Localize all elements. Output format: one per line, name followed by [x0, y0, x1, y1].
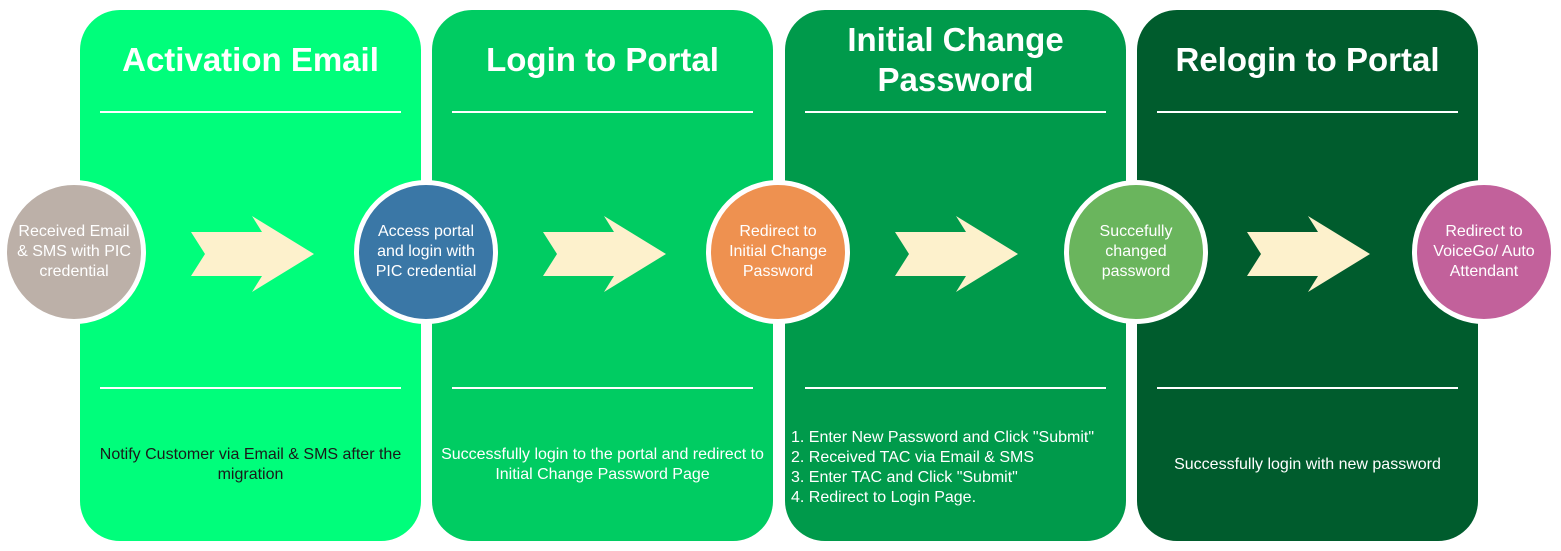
divider	[805, 387, 1106, 389]
node-changed-password: Succefully changed password	[1064, 180, 1208, 324]
node-label: Redirect to Initial Change Password	[729, 223, 827, 280]
arrow-right-icon	[1247, 216, 1370, 292]
step-item: 3. Enter TAC and Click "Submit"	[791, 469, 1018, 486]
divider	[452, 387, 753, 389]
node-label: Succefully changed password	[1099, 223, 1173, 280]
divider	[805, 111, 1106, 113]
step-item: 4. Redirect to Login Page.	[791, 489, 977, 506]
node-redirect-change-password: Redirect to Initial Change Password	[706, 180, 850, 324]
divider	[100, 387, 401, 389]
node-label: Received Email & SMS with PIC credential	[17, 223, 131, 280]
stage-title: Initial Change Password	[847, 21, 1064, 98]
divider	[1157, 387, 1458, 389]
stage-title: Login to Portal	[486, 41, 719, 78]
arrow-right-icon	[543, 216, 666, 292]
stage-description: 1. Enter New Password and Click "Submit"…	[785, 418, 1126, 518]
step-item: 2. Received TAC via Email & SMS	[791, 449, 1035, 466]
stage-description: Successfully login to the portal and red…	[441, 446, 764, 483]
node-access-portal: Access portal and login with PIC credent…	[354, 180, 498, 324]
stage-description: Notify Customer via Email & SMS after th…	[99, 446, 402, 483]
divider	[1157, 111, 1458, 113]
node-label: Access portal and login with PIC credent…	[375, 223, 477, 280]
stage-title: Relogin to Portal	[1175, 41, 1440, 78]
arrow-right-icon	[895, 216, 1018, 292]
step-list: 1. Enter New Password and Click "Submit"…	[787, 428, 1094, 508]
divider	[452, 111, 753, 113]
stage-description: Successfully login with new password	[1174, 456, 1441, 473]
arrow-right-icon	[191, 216, 314, 292]
stage-title: Activation Email	[122, 41, 379, 78]
divider	[100, 111, 401, 113]
node-received-email: Received Email & SMS with PIC credential	[2, 180, 146, 324]
step-item: 1. Enter New Password and Click "Submit"	[791, 429, 1095, 446]
node-redirect-voicego: Redirect to VoiceGo/ Auto Attendant	[1412, 180, 1556, 324]
node-label: Redirect to VoiceGo/ Auto Attendant	[1433, 223, 1535, 280]
